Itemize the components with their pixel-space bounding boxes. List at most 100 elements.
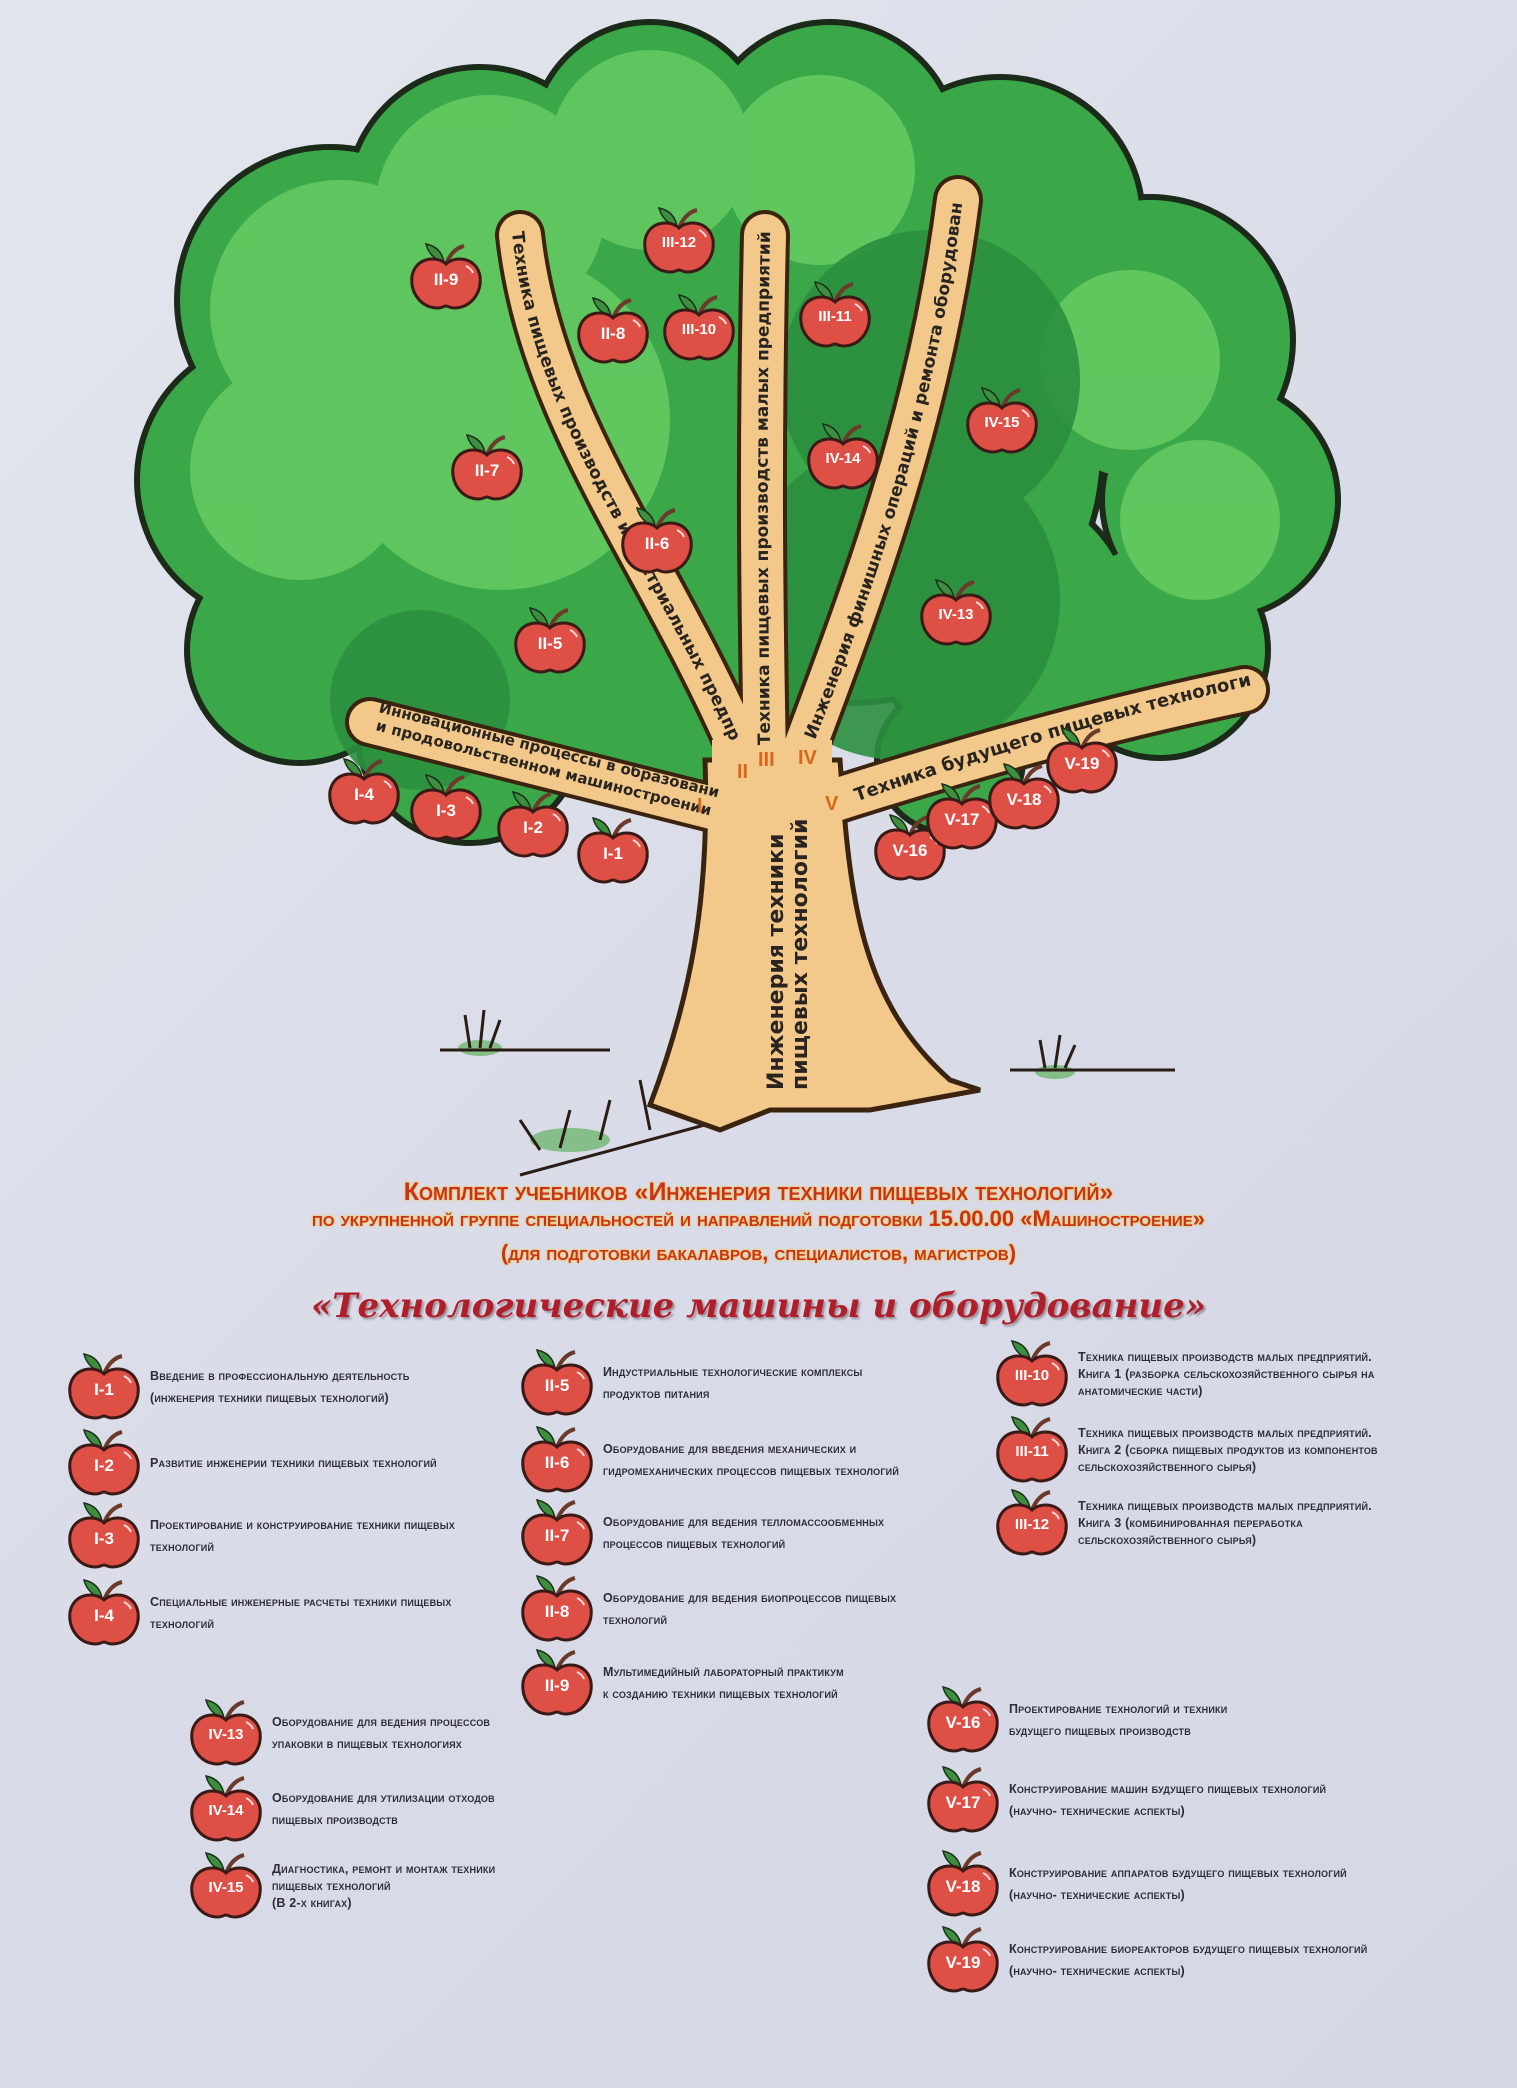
apple-label: IV-13 [938, 606, 974, 623]
apple-label: II-9 [433, 270, 459, 289]
legend-text-line: Мультимедийный лабораторный практикум [603, 1665, 844, 1679]
apple-label: IV-15 [984, 414, 1020, 431]
legend-text-line: (В 2-х книгах) [272, 1895, 352, 1910]
legend-text-line: сельскохозяйственного сырья) [1078, 1532, 1257, 1547]
legend-text: Конструирование машин будущего пищевых т… [1009, 1778, 1326, 1822]
legend-text-line: Индустриальные технологические комплексы [603, 1365, 863, 1379]
legend-text-line: технологий [150, 1617, 215, 1631]
apple-label: III-11 [1015, 1443, 1049, 1460]
apple-icon: II-9 [519, 1648, 595, 1718]
numeral-V: V [825, 793, 839, 815]
legend-text: Техника пищевых производств малых предпр… [1078, 1349, 1375, 1400]
apple-label: V-18 [1006, 790, 1042, 809]
apple-icon: I-3 [408, 773, 484, 843]
legend-text-line: Книга 2 (сборка пищевых продуктов из ком… [1078, 1442, 1378, 1457]
apple-label: V-17 [945, 1793, 981, 1812]
apple-icon: I-4 [66, 1578, 142, 1648]
apple-label: I-1 [94, 1380, 114, 1399]
legend-text: Мультимедийный лабораторный практикум к с… [603, 1661, 844, 1705]
legend-text: Проектирование технологий и техники будущ… [1009, 1698, 1227, 1742]
apple-label: III-10 [681, 321, 717, 338]
legend-text: Проектирование и конструирование техники… [150, 1514, 455, 1558]
apple-label: IV-15 [208, 1879, 244, 1896]
legend-text-line: (научно- технические аспекты) [1009, 1964, 1185, 1978]
legend-text-line: Книга 3 (комбинированная переработка [1078, 1515, 1303, 1530]
apple-label: II-8 [600, 324, 626, 343]
legend-text-line: пищевых технологий [272, 1878, 391, 1893]
legend-text-line: Конструирование биореакторов будущего пи… [1009, 1942, 1368, 1956]
apple-label: II-5 [537, 634, 563, 653]
apple-icon: III-11 [994, 1415, 1070, 1485]
legend-item: IV-15 Диагностика, ремонт и монтаж техник… [188, 1851, 495, 1921]
apple-icon: I-1 [575, 816, 651, 886]
legend-text-line: Проектирование и конструирование техники… [150, 1518, 455, 1532]
legend-text-line: Проектирование технологий и техники [1009, 1702, 1228, 1716]
apple-label: III-12 [661, 234, 697, 251]
apple-icon: I-3 [66, 1501, 142, 1571]
apple-label: I-4 [354, 785, 374, 804]
legend-text-line: продуктов питания [603, 1387, 710, 1401]
legend-text-line: Диагностика, ремонт и монтаж техники [272, 1861, 496, 1876]
legend-text: Индустриальные технологические комплексы… [603, 1361, 862, 1405]
legend-text-line: процессов пищевых технологий [603, 1537, 786, 1551]
legend-text-line: Техника пищевых производств малых предпр… [1078, 1425, 1372, 1440]
apple-icon: I-4 [326, 757, 402, 827]
legend-text-line: Оборудование для ведения процессов [272, 1715, 491, 1729]
apple-icon: II-5 [512, 606, 588, 676]
heading-line-3: (для подготовки бакалавров, специалистов… [500, 1240, 1017, 1265]
apple-icon: IV-15 [964, 386, 1040, 456]
apple-label: IV-13 [208, 1726, 244, 1743]
apple-label: V-18 [945, 1877, 981, 1896]
legend-text-line: Книга 1 (разборка сельскохозяйственного … [1078, 1366, 1375, 1381]
apple-label: II-7 [544, 1526, 570, 1545]
trunk-label-2: пищевых технологий [788, 819, 813, 1090]
legend-text-line: Оборудование для ведения телломассообмен… [603, 1515, 885, 1529]
apple-label: I-1 [603, 844, 623, 863]
legend-item: III-11 Техника пищевых производств малых … [994, 1415, 1378, 1485]
legend-text: Техника пищевых производств малых предпр… [1078, 1425, 1378, 1476]
numeral-III: III [758, 749, 775, 771]
legend-item: V-19 Конструирование биореакторов будущег… [925, 1925, 1367, 1995]
grass-right [1010, 1034, 1175, 1079]
apple-icon: V-18 [925, 1849, 1001, 1919]
heading-line-2: по укрупненной группе специальностей и н… [312, 1206, 1205, 1231]
apple-label: V-16 [892, 841, 928, 860]
apple-icon: IV-13 [188, 1698, 264, 1768]
apple-icon: V-18 [986, 762, 1062, 832]
legend-text-line: Специальные инженерные расчеты техники п… [150, 1595, 452, 1609]
apple-label: V-19 [1064, 754, 1100, 773]
legend-text-line: технологий [150, 1540, 215, 1554]
apple-icon: III-11 [797, 280, 873, 350]
apple-icon: I-2 [66, 1428, 142, 1498]
legend-item: I-4 Специальные инженерные расчеты техник… [66, 1578, 452, 1648]
apple-icon: II-6 [619, 506, 695, 576]
legend-text-line: будущего пищевых производств [1009, 1724, 1191, 1738]
numeral-I: I [697, 795, 703, 817]
heading-line-1: Комплект учебников «Инженерия техники пи… [403, 1178, 1114, 1206]
apple-label: I-2 [523, 818, 543, 837]
apple-label: II-9 [544, 1676, 570, 1695]
apple-icon: III-10 [661, 293, 737, 363]
legend-text-line: к созданию техники пищевых технологий [603, 1687, 838, 1701]
apple-icon: V-16 [872, 813, 948, 883]
legend-text: Введение в профессиональную деятельность… [150, 1365, 410, 1409]
legend-text: Техника пищевых производств малых предпр… [1078, 1498, 1372, 1549]
legend-text-line: гидромеханических процессов пищевых техн… [603, 1464, 900, 1478]
apple-label: II-6 [644, 534, 670, 553]
apple-label: II-8 [544, 1602, 570, 1621]
apple-icon: II-7 [519, 1498, 595, 1568]
apple-icon: V-19 [925, 1925, 1001, 1995]
legend-text: Развитие инженерии техники пищевых техно… [150, 1452, 437, 1474]
apple-icon: II-6 [519, 1425, 595, 1495]
trunk-and-branches [345, 175, 1270, 1133]
apple-label: V-17 [944, 810, 980, 829]
apple-icon: IV-14 [805, 422, 881, 492]
apple-icon: I-2 [495, 790, 571, 860]
